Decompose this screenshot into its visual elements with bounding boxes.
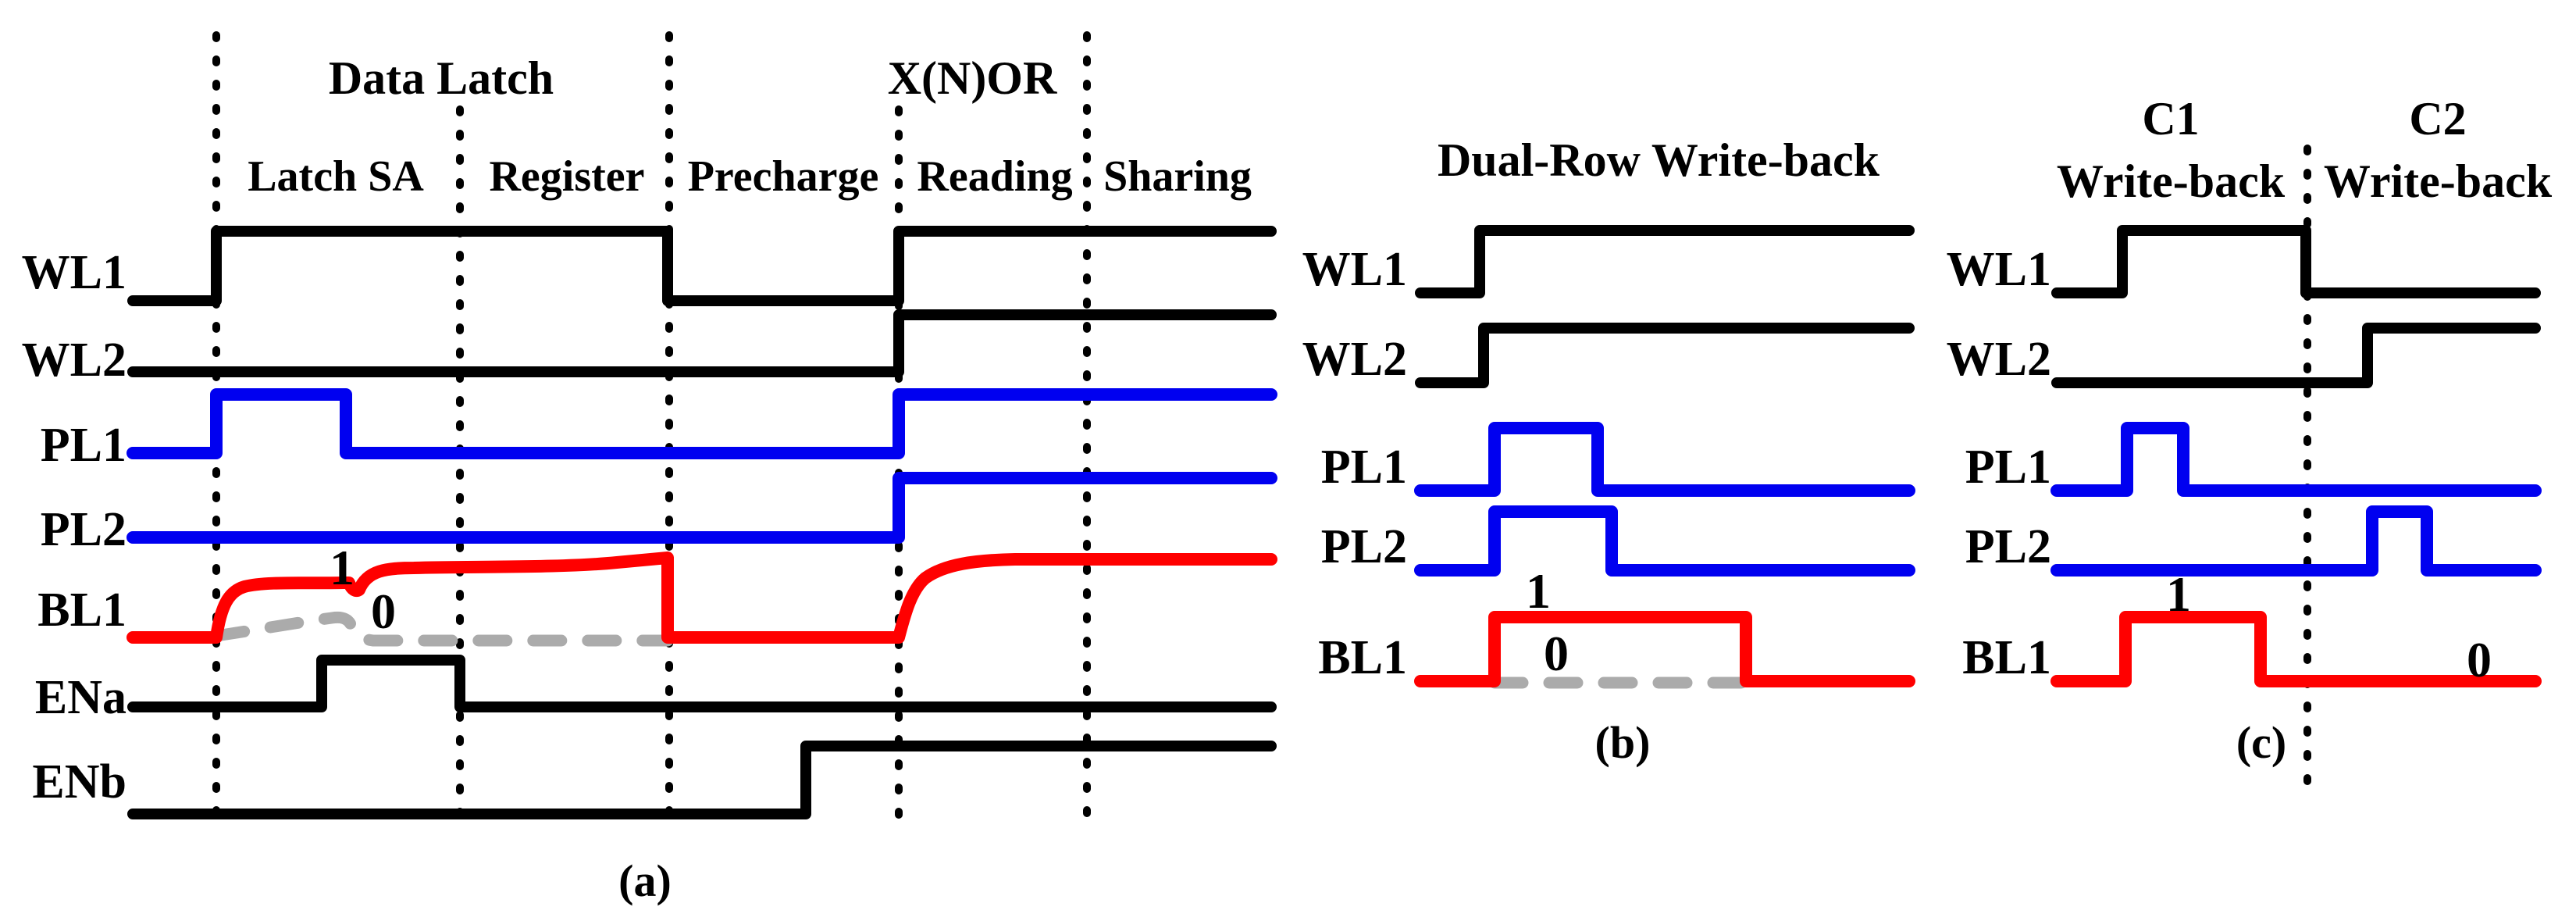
signal-wave-pl1 (2050, 422, 2542, 497)
signal-wave-wl1 (127, 226, 1277, 306)
signal-label-bl1: BL1 (1962, 631, 2051, 684)
data-value-annotation: 0 (1544, 626, 1569, 681)
signal-wave-wl2 (2051, 323, 2541, 388)
signal-wave-wl2 (127, 309, 1277, 377)
signal-wave-bl1 (1414, 611, 1915, 687)
group-title: C1 (2142, 93, 2199, 145)
phase-label: Latch SA (248, 152, 424, 201)
group-title: Data Latch (329, 52, 554, 104)
signal-label-wl2: WL2 (1947, 333, 2051, 386)
data-value-annotation: 1 (2166, 566, 2191, 622)
signal-wave-bl1-zero (210, 611, 674, 647)
signal-wave-wl2 (1415, 323, 1915, 388)
signal-wave-wl1 (2051, 225, 2541, 298)
group-title: Write-back (2057, 155, 2286, 207)
signal-label-ena: ENa (35, 671, 126, 724)
signal-label-pl2: PL2 (1321, 520, 1407, 573)
signal-label-wl1: WL1 (1947, 243, 2051, 296)
signal-wave-pl2 (1414, 505, 1915, 577)
data-value-annotation: 0 (371, 584, 396, 639)
signal-label-bl1: BL1 (1318, 631, 1407, 684)
group-title: Dual-Row Write-back (1438, 134, 1880, 186)
signal-wave-wl1 (1415, 225, 1915, 298)
signal-wave-enb (127, 741, 1277, 819)
signal-label-pl1: PL1 (1965, 441, 2051, 494)
group-title: C2 (2409, 93, 2466, 145)
signal-wave-bl1 (126, 552, 1277, 644)
panel-caption: (b) (1595, 717, 1651, 768)
signal-wave-ena (127, 655, 1277, 712)
signal-wave-pl2 (2050, 505, 2542, 577)
panel-caption: (c) (2236, 717, 2286, 768)
signal-label-pl1: PL1 (41, 419, 126, 472)
signal-label-pl1: PL1 (1321, 441, 1407, 494)
signal-label-wl1: WL1 (22, 246, 126, 299)
phase-label: Register (489, 152, 644, 201)
signal-label-bl1: BL1 (37, 584, 126, 637)
phase-label: Sharing (1103, 152, 1252, 201)
signal-label-enb: ENb (32, 755, 126, 809)
signal-label-pl2: PL2 (41, 503, 126, 556)
data-value-annotation: 0 (2467, 632, 2492, 687)
group-title: X(N)OR (888, 52, 1057, 104)
signal-wave-pl1 (1414, 422, 1915, 497)
data-value-annotation: 1 (330, 540, 355, 595)
signal-wave-pl1 (126, 388, 1277, 459)
signal-label-wl2: WL2 (1302, 333, 1407, 386)
phase-label: Precharge (688, 152, 879, 201)
signal-label-wl1: WL1 (1302, 243, 1407, 296)
panel-caption: (a) (618, 855, 672, 906)
data-value-annotation: 1 (1526, 563, 1551, 619)
phase-label: Reading (917, 152, 1072, 201)
signal-label-pl2: PL2 (1965, 520, 2051, 573)
signal-label-wl2: WL2 (22, 334, 126, 387)
signal-wave-bl1 (2050, 611, 2542, 687)
group-title: Write-back (2324, 155, 2553, 207)
signal-wave-pl2 (126, 472, 1277, 544)
